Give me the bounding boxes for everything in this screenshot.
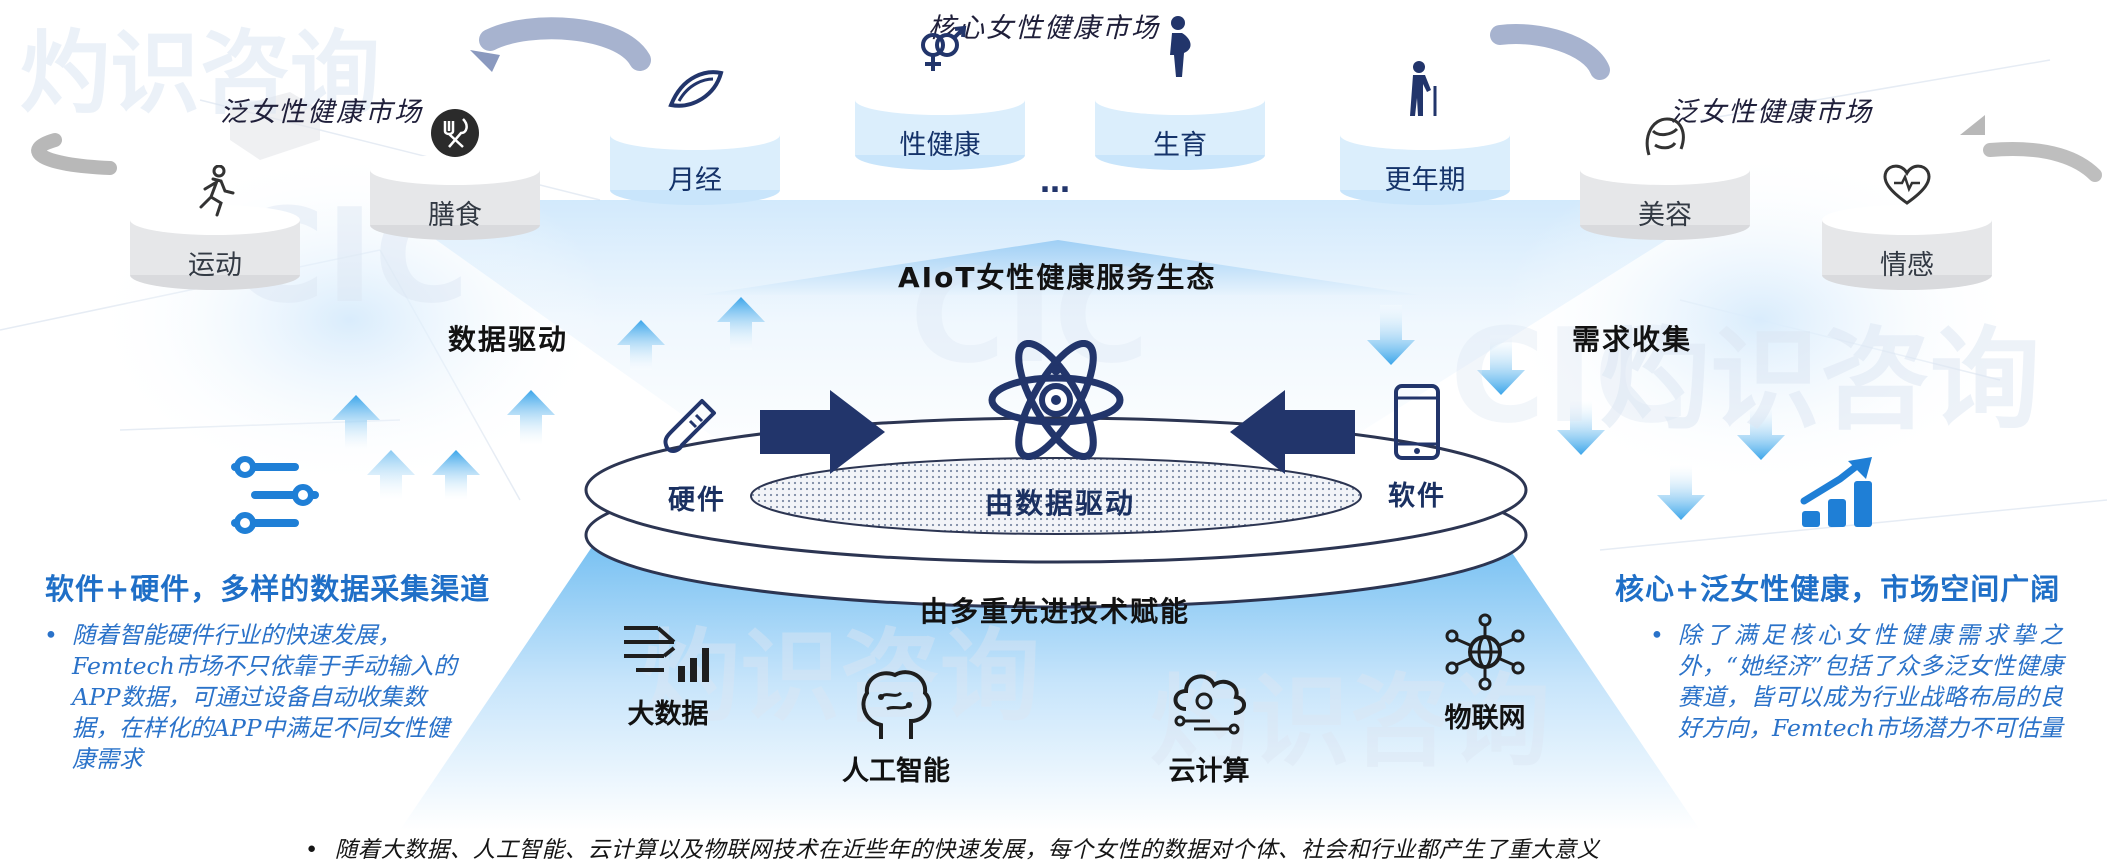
hardware-label: 硬件 (668, 485, 726, 516)
center-label: 由数据驱动 (985, 487, 1136, 520)
tech-item-cloud: 云计算 (1144, 665, 1274, 788)
heart-icon (1883, 164, 1931, 205)
tech-item-label: 云计算 (1168, 756, 1250, 787)
pan-item-label: 美容 (1638, 200, 1692, 231)
ai-brain-icon (861, 670, 932, 739)
bullet-dot: • (1650, 621, 1664, 649)
pan-item-exercise: 运动 (130, 165, 300, 290)
core-item-menopause: 更年期 (1340, 61, 1510, 205)
pan-item-emotion: 情感 (1822, 164, 1992, 290)
pan-market-title-left: 泛女性健康市场 (220, 97, 423, 128)
tech-item-big-data: 大数据 (608, 618, 728, 731)
bullet-dot: • (305, 837, 319, 863)
core-ellipsis: … (1040, 165, 1070, 200)
demand-collect-label: 需求收集 (1572, 323, 1693, 356)
thermometer-icon (663, 399, 716, 453)
tech-item-iot: 物联网 (1420, 612, 1550, 735)
tech-item-ai: 人工智能 (826, 665, 966, 788)
data-channels-icon (231, 456, 319, 534)
ecosystem-label: AIoT女性健康服务生态 (898, 261, 1217, 294)
tech-item-label: 人工智能 (842, 756, 950, 787)
pan-market-title-right: 泛女性健康市场 (1670, 97, 1873, 128)
tech-item-label: 大数据 (627, 699, 709, 730)
right-bullet: • 除了满足核心女性健康需求挚之外，“她经济”包括了众多泛女性健康赛道，皆可以成… (1650, 620, 2063, 744)
pan-item-label: 运动 (188, 250, 242, 281)
core-item-label: 月经 (668, 165, 722, 196)
left-bullet-text: 随着智能硬件行业的快速发展，Femtech市场不只依靠于手动输入的APP数据，可… (72, 621, 457, 773)
core-item-menstruation: 月经 (610, 70, 780, 205)
pan-item-label: 膳食 (428, 200, 482, 231)
face-icon (1645, 117, 1685, 156)
pregnant-woman-icon (1170, 16, 1191, 77)
footer-text: 随着大数据、人工智能、云计算以及物联网技术在近些年的快速发展，每个女性的数据对个… (334, 837, 1600, 863)
right-heading: 核心+泛女性健康，市场空间广阔 (1615, 572, 2061, 606)
left-bullet: • 随着智能硬件行业的快速发展，Femtech市场不只依靠于手动输入的APP数据… (44, 620, 472, 775)
data-drive-label: 数据驱动 (448, 323, 569, 356)
tech-item-label: 物联网 (1444, 703, 1526, 734)
core-market-title: 核心女性健康市场 (928, 13, 1160, 44)
bullet-dot: • (44, 621, 58, 649)
iot-globe-icon (1445, 613, 1525, 691)
tech-label: 由多重先进技术赋能 (920, 595, 1191, 628)
core-item-label: 性健康 (899, 130, 981, 161)
left-heading: 软件+硬件，多样的数据采集渠道 (45, 572, 491, 606)
core-item-label: 更年期 (1384, 165, 1466, 196)
core-item-sexual-health: 性健康 (855, 25, 1025, 170)
right-bullet-text: 除了满足核心女性健康需求挚之外，“她经济”包括了众多泛女性健康赛道，皆可以成为行… (1678, 621, 2063, 742)
elderly-person-icon (1410, 61, 1437, 116)
growth-chart-icon (1800, 457, 1872, 527)
gender-symbols-icon (921, 25, 967, 71)
smartphone-icon (1394, 384, 1440, 460)
cloud-computing-icon (1173, 674, 1246, 735)
pan-item-diet: 膳食 (370, 109, 540, 240)
core-item-fertility: 生育 (1095, 16, 1265, 170)
running-icon (199, 165, 235, 217)
footer-note: • 随着大数据、人工智能、云计算以及物联网技术在近些年的快速发展，每个女性的数据对… (305, 832, 1600, 864)
sanitary-pad-icon (668, 70, 724, 108)
core-item-label: 生育 (1153, 130, 1207, 161)
pan-item-beauty: 美容 (1580, 117, 1750, 240)
dining-icon (431, 109, 479, 157)
pan-item-label: 情感 (1880, 250, 1934, 281)
software-label: 软件 (1388, 481, 1446, 512)
big-data-icon (624, 626, 709, 682)
atom-icon (988, 340, 1124, 460)
